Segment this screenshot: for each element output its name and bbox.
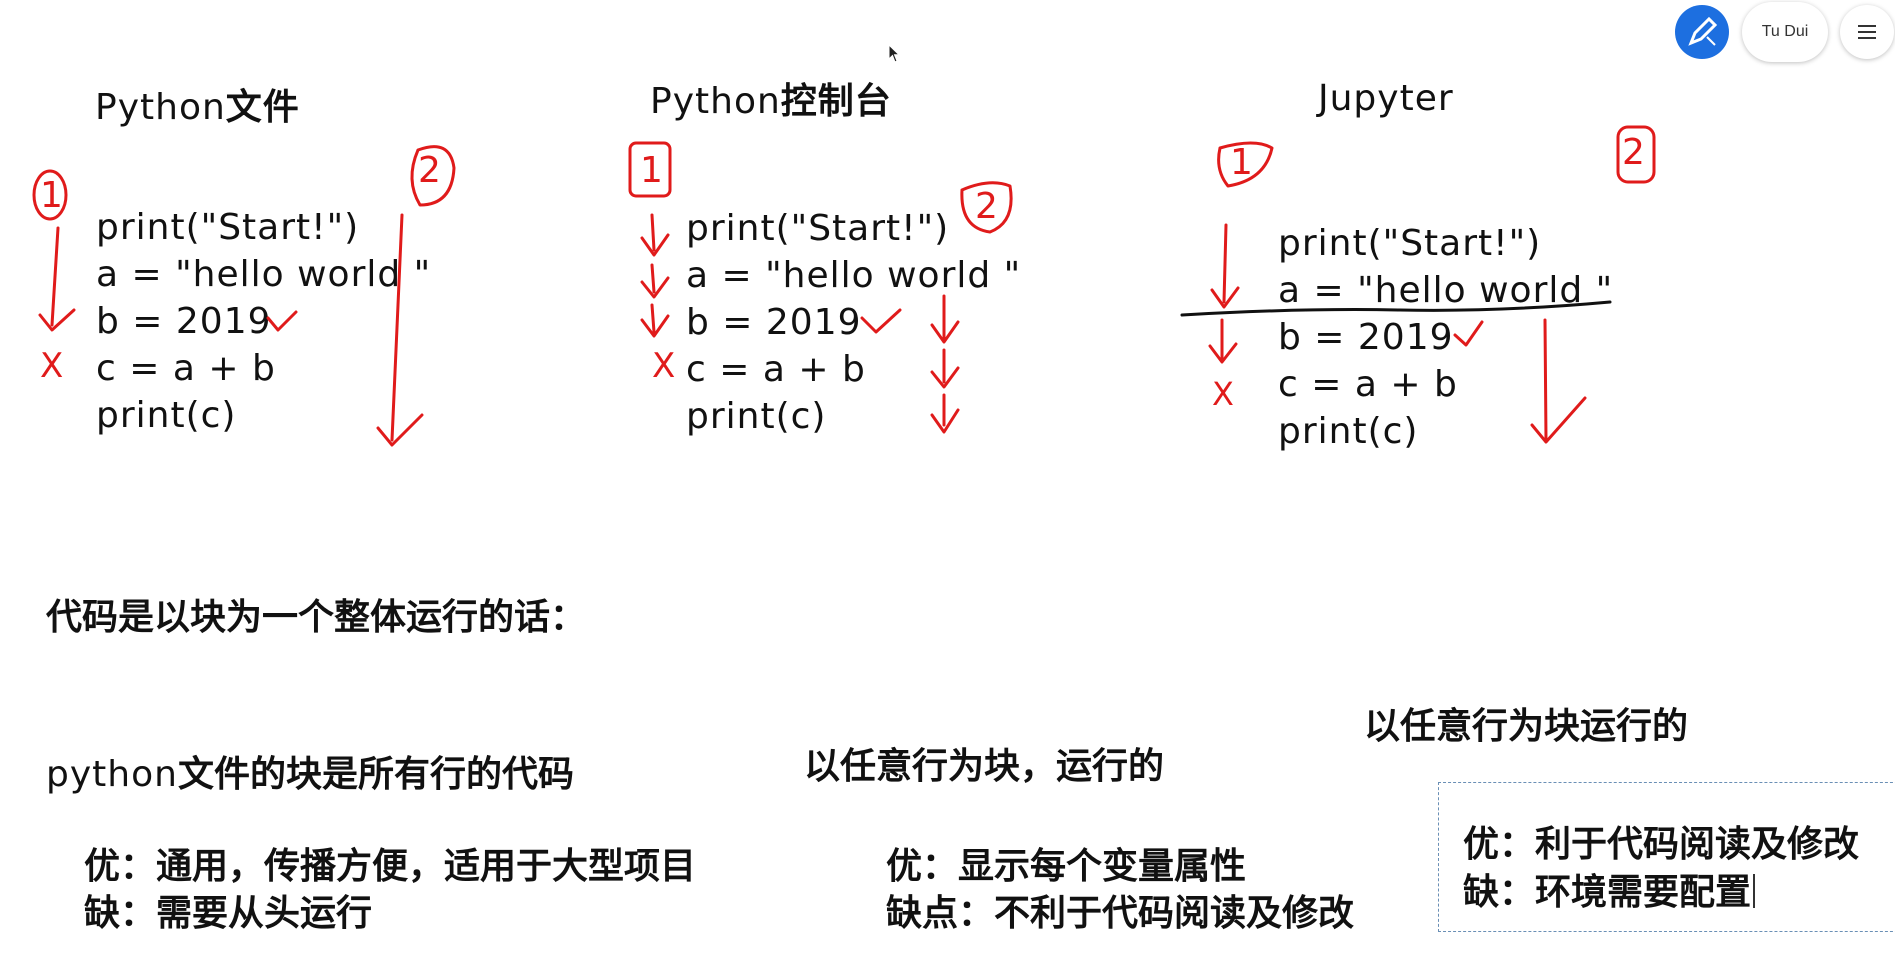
- arrow-console-1: [640, 213, 670, 257]
- console-con: 缺点：不利于代码阅读及修改: [886, 893, 1355, 934]
- arrow-console-3: [640, 303, 670, 338]
- pen-tool-button[interactable]: [1675, 5, 1729, 59]
- jupyter-pro: 优：利于代码阅读及修改: [1463, 824, 1860, 865]
- code-line: print(c): [686, 396, 827, 437]
- code-line: c = a + b: [1278, 364, 1458, 405]
- code-line: b = 2019: [1278, 317, 1454, 358]
- code-line: a = "hello world ": [1278, 270, 1614, 311]
- console-pro: 优：显示每个变量属性: [886, 846, 1247, 887]
- python-file-title: Python文件: [95, 87, 300, 128]
- python-file-code: print("Start!") a = "hello world " b = 2…: [96, 204, 431, 439]
- marker-two-file: 2: [418, 150, 441, 191]
- code-line: print("Start!"): [96, 207, 360, 248]
- pen-icon: [1688, 16, 1718, 46]
- python-file-block-title: python文件的块是所有行的代码: [46, 754, 574, 795]
- code-line: c = a + b: [686, 349, 866, 390]
- marker-one-jupyter: 1: [1230, 142, 1253, 183]
- code-line: print("Start!"): [686, 208, 950, 249]
- marker-x-file: X: [40, 346, 64, 386]
- code-line: a = "hello world ": [686, 255, 1022, 296]
- code-line: print("Start!"): [1278, 223, 1542, 264]
- code-line: print(c): [1278, 411, 1419, 452]
- jupyter-con: 缺：环境需要配置: [1463, 863, 1756, 915]
- code-line: b = 2019: [686, 302, 862, 343]
- code-line: c = a + b: [96, 348, 276, 389]
- jupyter-title: Jupyter: [1318, 78, 1454, 119]
- hamburger-icon: [1858, 25, 1876, 39]
- text-caret: [1753, 874, 1756, 908]
- code-line: print(c): [96, 395, 237, 436]
- marker-x-console: X: [652, 346, 676, 386]
- arrow-file-1: [38, 226, 76, 332]
- jupyter-block-title: 以任意行为块运行的: [1364, 706, 1689, 747]
- python-console-code: print("Start!") a = "hello world " b = 2…: [686, 205, 1021, 440]
- jupyter-notes-textbox[interactable]: 优：利于代码阅读及修改 缺：环境需要配置: [1438, 782, 1895, 932]
- arrow-console-2: [640, 263, 670, 299]
- marker-two-jupyter: 2: [1622, 132, 1645, 173]
- python-file-pro: 优：通用，传播方便，适用于大型项目: [84, 846, 697, 887]
- user-button[interactable]: Tu Dui: [1742, 2, 1828, 62]
- arrow-jupyter-1: [1210, 223, 1240, 309]
- console-block-title: 以任意行为块，运行的: [804, 746, 1165, 787]
- marker-two-console: 2: [975, 186, 998, 227]
- python-file-con: 缺：需要从头运行: [84, 893, 373, 934]
- marker-x-jupyter: X: [1212, 375, 1234, 413]
- jupyter-code: print("Start!") a = "hello world " b = 2…: [1278, 220, 1613, 455]
- headline: 代码是以块为一个整体运行的话：: [46, 597, 587, 638]
- code-line: b = 2019: [96, 301, 272, 342]
- marker-one-console: 1: [640, 150, 663, 191]
- code-line: a = "hello world ": [96, 254, 432, 295]
- user-label: Tu Dui: [1761, 23, 1809, 40]
- menu-button[interactable]: [1840, 5, 1894, 59]
- marker-one-file: 1: [40, 175, 63, 216]
- mouse-cursor-icon: [888, 44, 901, 63]
- arrow-jupyter-2: [1208, 318, 1238, 364]
- python-console-title: Python控制台: [650, 81, 892, 122]
